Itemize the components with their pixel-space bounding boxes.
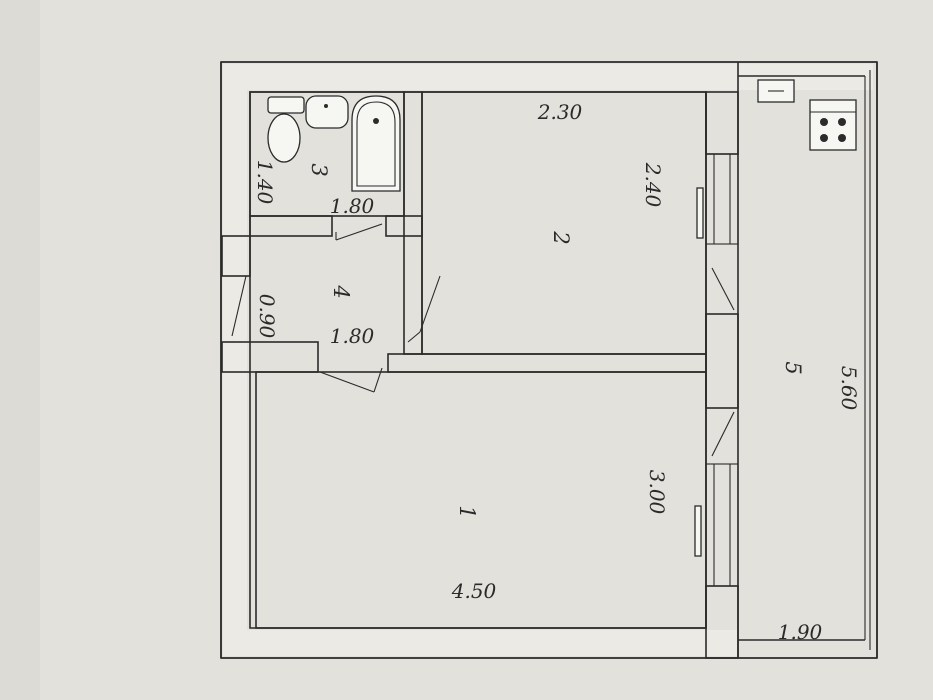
window-icon xyxy=(694,463,739,587)
door-icon xyxy=(407,275,441,343)
dimension-room1-width: 3.00 xyxy=(645,470,669,515)
dimension-bath-width: 1.40 xyxy=(253,160,277,205)
dimension-room2-width: 2.40 xyxy=(641,162,665,208)
door-icon xyxy=(711,411,735,457)
dimension-hall-width: 0.90 xyxy=(255,294,279,339)
door-icon xyxy=(231,275,247,337)
sink-icon xyxy=(305,95,349,129)
room-number-2: 2 xyxy=(549,230,573,244)
bathtub-icon xyxy=(351,95,401,192)
door-icon xyxy=(335,223,383,241)
toilet-icon xyxy=(267,96,305,163)
gas-stove-icon xyxy=(809,99,857,151)
dimension-room2-length: 2.30 xyxy=(537,100,583,124)
dimension-bath-length: 1.80 xyxy=(330,194,375,218)
dimension-room1-length: 4.50 xyxy=(451,579,497,603)
dimension-balcony-width: 1.90 xyxy=(778,620,823,644)
window-icon xyxy=(696,153,739,245)
room-number-5: 5 xyxy=(781,361,805,374)
door-icon xyxy=(711,267,735,311)
kitchen-sink-icon xyxy=(757,79,795,103)
paper-sheet xyxy=(40,0,933,700)
room-number-1: 1 xyxy=(455,505,479,518)
dimension-hall-length: 1.80 xyxy=(330,324,375,348)
dimension-balcony-length: 5.60 xyxy=(837,366,861,411)
door-icon xyxy=(319,367,383,393)
room-number-4: 4 xyxy=(329,284,353,298)
room-number-3: 3 xyxy=(307,163,331,176)
